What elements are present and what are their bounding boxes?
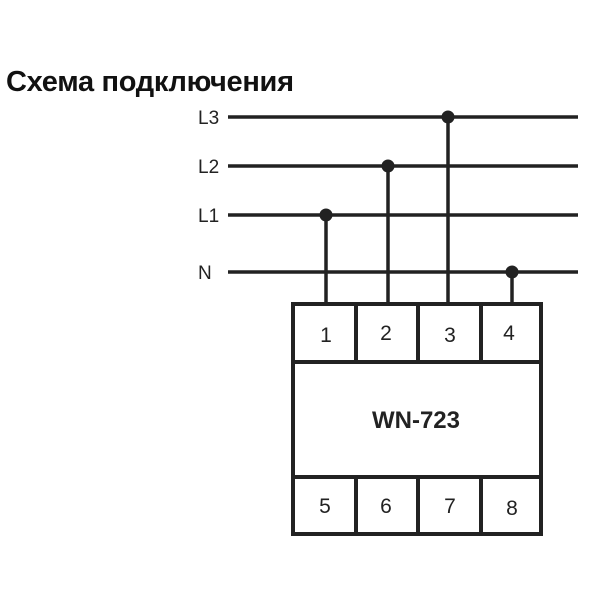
svg-text:L3: L3 — [198, 108, 219, 129]
junction-dots — [319, 110, 519, 279]
junction-dot-l3 — [441, 110, 455, 124]
device-model-label: WN-723 — [372, 407, 460, 434]
device-box: 1 2 3 4 WN-723 5 6 7 8 — [291, 302, 543, 536]
terminal-6: 6 — [380, 495, 392, 518]
connection-wires — [324, 117, 514, 304]
terminal-3: 3 — [444, 324, 456, 347]
diagram-title: Схема подключения — [6, 66, 294, 98]
svg-text:L2: L2 — [198, 157, 219, 178]
terminal-2: 2 — [380, 322, 392, 345]
terminal-4: 4 — [503, 322, 515, 345]
bus-line-l2: L2 — [198, 157, 578, 178]
bus-line-l3: L3 — [198, 108, 578, 129]
bus-line-n: N — [198, 263, 578, 284]
svg-text:L1: L1 — [198, 206, 219, 227]
terminal-1: 1 — [320, 324, 332, 347]
terminal-5: 5 — [319, 495, 331, 518]
bus-line-l1: L1 — [198, 206, 578, 227]
terminal-8: 8 — [506, 497, 518, 520]
svg-text:N: N — [198, 263, 212, 284]
junction-dot-l1 — [319, 208, 333, 222]
junction-dot-n — [505, 265, 519, 279]
terminal-7: 7 — [444, 495, 456, 518]
junction-dot-l2 — [381, 159, 395, 173]
